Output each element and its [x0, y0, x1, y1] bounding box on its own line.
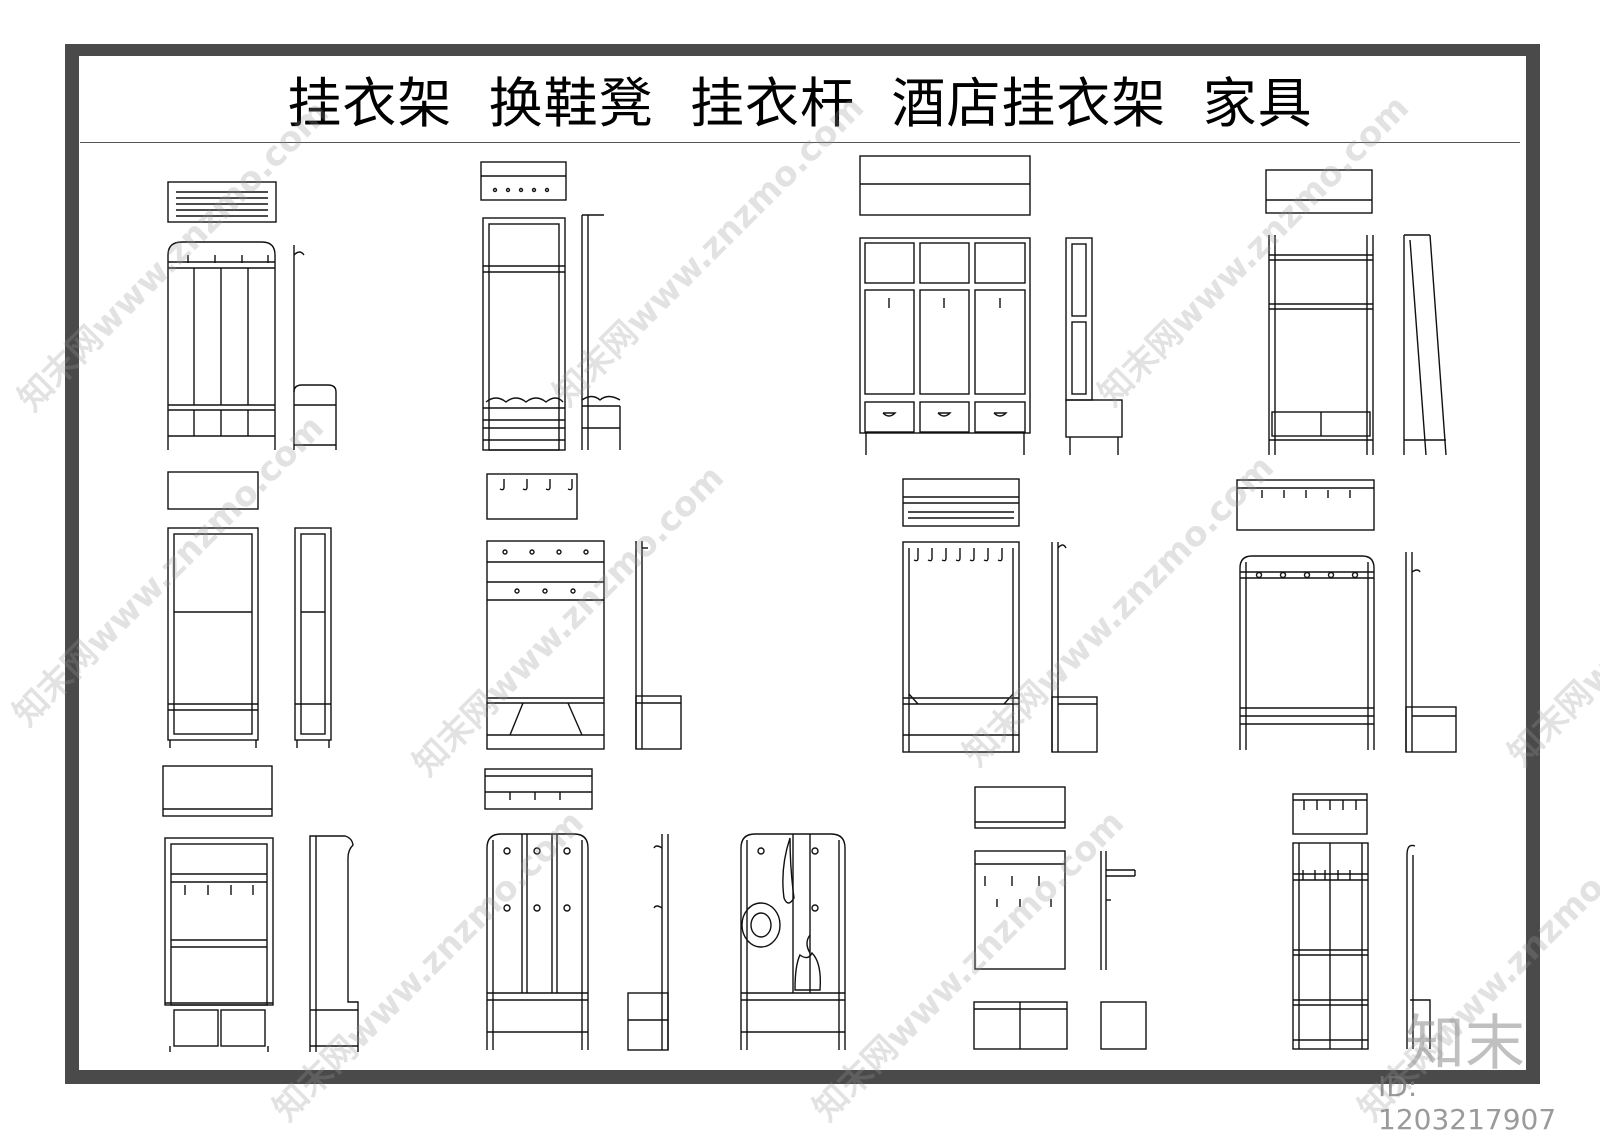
hall-tree-1-front-view	[167, 241, 276, 450]
coat-rack-7-front-view	[902, 541, 1020, 753]
hall-tree-10-top-view	[484, 768, 593, 810]
title-divider	[80, 142, 1520, 143]
wardrobe-5-top-view	[167, 471, 259, 510]
cabinet-9-front-view	[164, 837, 274, 1052]
shoe-bench-2-side-view	[581, 214, 621, 450]
wardrobe-5-side-view	[294, 527, 332, 748]
wall-panel-12-front-view	[973, 850, 1068, 1050]
wardrobe-5-front-view	[167, 527, 259, 748]
coat-rack-7-side-view	[1051, 542, 1098, 753]
brand-logo: 知末	[1405, 1009, 1525, 1079]
hall-tree-11-front-view	[740, 833, 846, 1050]
locker-cabinet-3-top-view	[859, 155, 1031, 216]
coat-rack-8-front-view	[1239, 555, 1375, 750]
locker-cabinet-3-front-view	[859, 237, 1031, 455]
image-id: ID: 1203217907	[1378, 1070, 1557, 1136]
rack-13-top-view	[1292, 793, 1368, 835]
coat-rack-8-side-view	[1405, 552, 1457, 753]
open-rack-4-top-view	[1265, 169, 1373, 214]
wall-panel-12-side-view	[1100, 851, 1147, 1050]
cabinet-9-top-view	[162, 765, 273, 817]
coat-rack-6-front-view	[486, 540, 605, 750]
coat-rack-7-top-view	[902, 478, 1020, 527]
coat-rack-8-top-view	[1236, 479, 1375, 531]
open-rack-4-front-view	[1268, 235, 1374, 455]
cabinet-9-side-view	[309, 835, 359, 1052]
hall-tree-1-top-view	[167, 181, 277, 223]
wall-panel-12-top-view	[974, 786, 1066, 829]
coat-rack-6-side-view	[635, 541, 682, 750]
hall-tree-10-front-view	[486, 833, 589, 1050]
drawing-frame	[65, 44, 1540, 1084]
shoe-bench-2-front-view	[482, 217, 566, 451]
hall-tree-10-side-view	[627, 834, 669, 1051]
open-rack-4-side-view	[1403, 234, 1447, 456]
drawing-title: 挂衣架 换鞋凳 挂衣杆 酒店挂衣架 家具	[287, 72, 1313, 135]
hall-tree-1-side-view	[293, 245, 337, 450]
shoe-bench-2-top-view	[480, 161, 567, 201]
locker-cabinet-3-side-view	[1065, 237, 1123, 455]
rack-13-front-view	[1292, 842, 1369, 1050]
rack-13-side-view	[1406, 844, 1431, 1049]
coat-rack-6-top-view	[486, 473, 578, 520]
